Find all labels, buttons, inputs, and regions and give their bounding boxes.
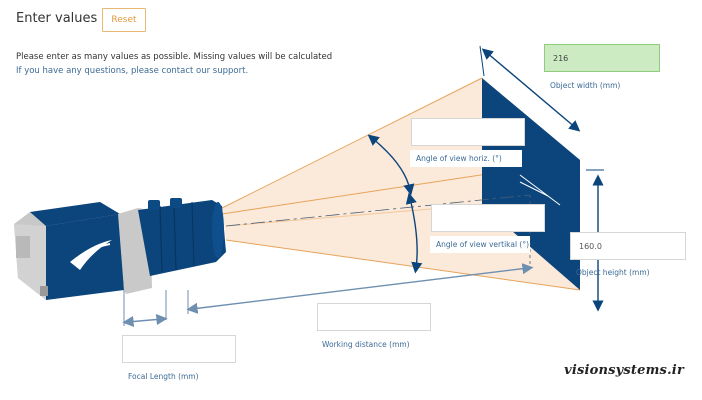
- angle-horiz-input[interactable]: [411, 118, 525, 146]
- watermark-text: visionsystems.ir: [564, 363, 684, 378]
- working-distance-label: Working distance (mm): [322, 340, 410, 349]
- angle-horiz-label: Angle of view horiz. (°): [410, 150, 522, 167]
- focal-length-arrow: [122, 313, 168, 328]
- working-distance-input[interactable]: [317, 303, 431, 331]
- cone-edge-top: [221, 77, 483, 209]
- camera: [14, 198, 226, 300]
- working-distance-arrow: [186, 263, 534, 314]
- angle-vert-input[interactable]: [431, 204, 545, 232]
- width-arrow: [481, 48, 581, 132]
- object-width-input[interactable]: [544, 44, 660, 72]
- object-width-label: Object width (mm): [550, 81, 621, 90]
- intro-text: Please enter as many values as possible.…: [16, 52, 333, 62]
- optical-axis: [225, 194, 531, 227]
- page-title: Enter values: [16, 11, 98, 26]
- object-height-input[interactable]: [570, 232, 686, 260]
- focal-length-input[interactable]: [122, 335, 236, 363]
- reset-button[interactable]: Reset: [102, 8, 146, 32]
- support-link[interactable]: If you have any questions, please contac…: [16, 66, 249, 76]
- angle-vert-arc: [405, 192, 423, 274]
- angle-horiz-arc: [367, 134, 415, 196]
- angle-vert-label: Angle of view vertikal (°): [430, 236, 530, 253]
- focal-length-label: Focal Length (mm): [128, 372, 199, 381]
- object-height-label: Object height (mm): [576, 268, 650, 277]
